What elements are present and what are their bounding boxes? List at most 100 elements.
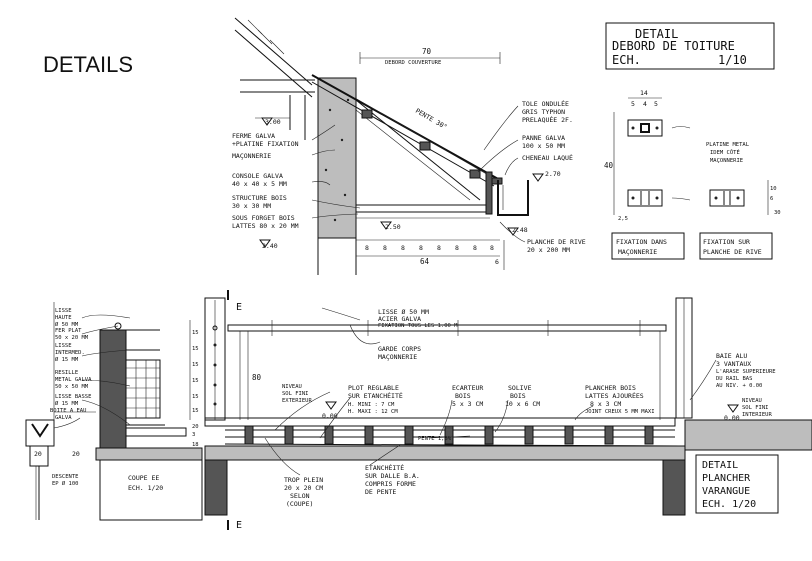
label-descente-2: EP Ø 100 bbox=[52, 480, 79, 487]
label-lisse-haute-1: LISSE bbox=[55, 308, 72, 314]
label-trop-plein-2: 20 x 20 CM bbox=[284, 484, 323, 492]
label-resille-1: RESILLE bbox=[55, 370, 78, 376]
level-000-a: 0.00 bbox=[322, 412, 338, 420]
left-dim-3: 15 bbox=[192, 362, 199, 368]
dim-80: 80 bbox=[252, 373, 262, 382]
roof-detail-subtitle: DEBORD DE TOITURE bbox=[612, 39, 735, 53]
coupe-scale: ECH. 1/20 bbox=[128, 484, 163, 492]
label-niveau2-3: INTERIEUR bbox=[742, 412, 772, 418]
page-title: DETAILS bbox=[43, 52, 133, 77]
level-250: 2.50 bbox=[385, 223, 401, 231]
bottom-dim-20: 20 bbox=[192, 424, 199, 430]
label-plancher-bois-3: 8 x 3 CM bbox=[590, 400, 621, 408]
label-garde-2: MAÇONNERIE bbox=[378, 353, 417, 361]
label-garde-1: GARDE CORPS bbox=[378, 345, 421, 353]
label-plot-2: SUR ETANCHÉITÉ bbox=[348, 391, 403, 400]
spacing-1: 8 bbox=[365, 244, 369, 252]
coupe-dim-20b: 20 bbox=[72, 450, 80, 458]
label-plancher-bois-2: LATTES AJOURÉES bbox=[585, 391, 644, 400]
label-fix-maconnerie-1: FIXATION DANS bbox=[616, 238, 667, 246]
label-planche-rive-1: PLANCHE DE RIVE bbox=[527, 238, 586, 246]
level-000-b: 0.00 bbox=[724, 414, 740, 422]
label-niveau2-2: SOL FINI bbox=[742, 405, 769, 411]
label-ferme-2: +PLATINE FIXATION bbox=[232, 140, 299, 148]
spacing-7: 8 bbox=[473, 244, 477, 252]
fix-dim-5b: 5 bbox=[654, 100, 658, 108]
concrete-slab bbox=[204, 445, 686, 461]
left-dim-5: 15 bbox=[192, 394, 199, 400]
label-etancheite-1: ETANCHÉITÉ bbox=[365, 463, 404, 472]
label-ecarteur-1: ECARTEUR bbox=[452, 384, 483, 392]
label-structure-2: 30 x 30 MM bbox=[232, 202, 271, 210]
label-tole-1: TOLE ONDULÉE bbox=[522, 99, 569, 108]
pente-label: PENTE 30° bbox=[414, 107, 449, 132]
dim-6: 6 bbox=[495, 258, 499, 266]
label-solive-3: 10 x 6 CM bbox=[505, 400, 540, 408]
label-panne-1: PANNE GALVA bbox=[522, 134, 565, 142]
label-planche-rive-2: 20 x 200 MM bbox=[527, 246, 570, 254]
label-solive-2: BOIS bbox=[510, 392, 526, 400]
label-console-2: 40 x 40 x 5 MM bbox=[232, 180, 287, 188]
label-tole-3: PRELAQUÉE 2F. bbox=[522, 115, 573, 124]
label-platine-3: MAÇONNERIE bbox=[710, 158, 743, 164]
fix-dim-40: 40 bbox=[604, 161, 614, 170]
mesh-panel bbox=[125, 359, 161, 419]
label-etancheite-4: DE PENTE bbox=[365, 488, 396, 496]
roof-detail-title: DETAIL bbox=[635, 27, 678, 41]
fix-dim-10: 10 bbox=[770, 186, 777, 192]
label-resille-3: 50 x 50 MM bbox=[55, 384, 89, 390]
fix-dim-5a: 5 bbox=[631, 100, 635, 108]
dim-64: 64 bbox=[420, 257, 430, 266]
plancher-drawing: 15 15 15 15 15 15 20 3 18 E E 80 bbox=[189, 290, 812, 531]
label-lisse-basse-2: Ø 15 MM bbox=[55, 400, 79, 407]
label-boite-1: BOITE A EAU bbox=[50, 408, 86, 414]
label-sous-forget-2: LATTES 80 x 20 MM bbox=[232, 222, 299, 230]
debord-label: DEBORD COUVERTURE bbox=[385, 60, 441, 66]
masonry-parapet bbox=[99, 329, 127, 449]
label-lisse-haute-2: HAUTE bbox=[55, 315, 72, 321]
gutter bbox=[497, 180, 529, 216]
label-plot-3: H. MINI : 7 CM bbox=[348, 402, 395, 408]
spacing-3: 8 bbox=[401, 244, 405, 252]
fix-dim-4: 4 bbox=[643, 100, 647, 108]
rail-lisse bbox=[227, 324, 667, 332]
coupe-title: COUPE EE bbox=[128, 474, 159, 482]
bottom-dim-18: 18 bbox=[192, 442, 199, 448]
label-niveau1-3: EXTERIEUR bbox=[282, 398, 312, 404]
label-ferme-1: FERME GALVA bbox=[232, 132, 275, 140]
label-baie-2: 3 VANTAUX bbox=[716, 360, 751, 368]
level-248: 2.48 bbox=[512, 226, 528, 234]
label-lisse-1: LISSE Ø 50 MM bbox=[378, 308, 429, 316]
label-etancheite-3: COMPRIS FORME bbox=[365, 480, 416, 488]
fix-dim-6: 6 bbox=[770, 196, 773, 202]
label-sous-forget-1: SOUS FORGET BOIS bbox=[232, 214, 295, 222]
fix-dim-14: 14 bbox=[640, 89, 648, 97]
label-baie-3: L'ARASE SUPERIEURE bbox=[716, 369, 776, 375]
label-trop-plein-1: TROP PLEIN bbox=[284, 476, 323, 484]
roof-labels: TOLE ONDULÉE GRIS TYPHON PRELAQUÉE 2F. P… bbox=[232, 99, 586, 254]
left-dim-2: 15 bbox=[192, 346, 199, 352]
label-lisse-2: ACIER GALVA bbox=[378, 315, 421, 323]
label-etancheite-2: SUR DALLE B.A. bbox=[365, 472, 420, 480]
roof-detail-scale-prefix: ECH. bbox=[612, 53, 641, 67]
left-dim-4: 15 bbox=[192, 378, 199, 384]
label-trop-plein-3: SELON bbox=[290, 492, 310, 500]
label-platine-2: IDEM CÔTÉ bbox=[710, 148, 740, 156]
coupe-ee-drawing: 20 20 bbox=[25, 302, 203, 521]
level-270: 2.70 bbox=[545, 170, 561, 178]
dim-70: 70 bbox=[422, 47, 432, 56]
spacing-6: 8 bbox=[455, 244, 459, 252]
label-niveau1-2: SOL FINI bbox=[282, 391, 309, 397]
roof-detail-scale: 1/10 bbox=[718, 53, 747, 67]
fixation-details: 14 5 4 5 40 2,5 10 6 30 PLATINE METAL ID… bbox=[604, 89, 781, 260]
label-lisse-inter-1: LISSE bbox=[55, 343, 72, 349]
plancher-title-2: PLANCHER bbox=[702, 473, 751, 484]
plancher-labels: LISSE Ø 50 MM ACIER GALVA FIXATION TOUS … bbox=[282, 308, 776, 508]
label-lisse-inter-2: INTERMED. bbox=[55, 350, 85, 356]
spacing-5: 8 bbox=[437, 244, 441, 252]
label-plot-1: PLOT REGLABLE bbox=[348, 384, 399, 392]
label-resille-2: METAL GALVA bbox=[55, 377, 92, 383]
left-dim-6: 15 bbox=[192, 408, 199, 414]
label-ecarteur-3: 5 x 3 CM bbox=[452, 400, 483, 408]
